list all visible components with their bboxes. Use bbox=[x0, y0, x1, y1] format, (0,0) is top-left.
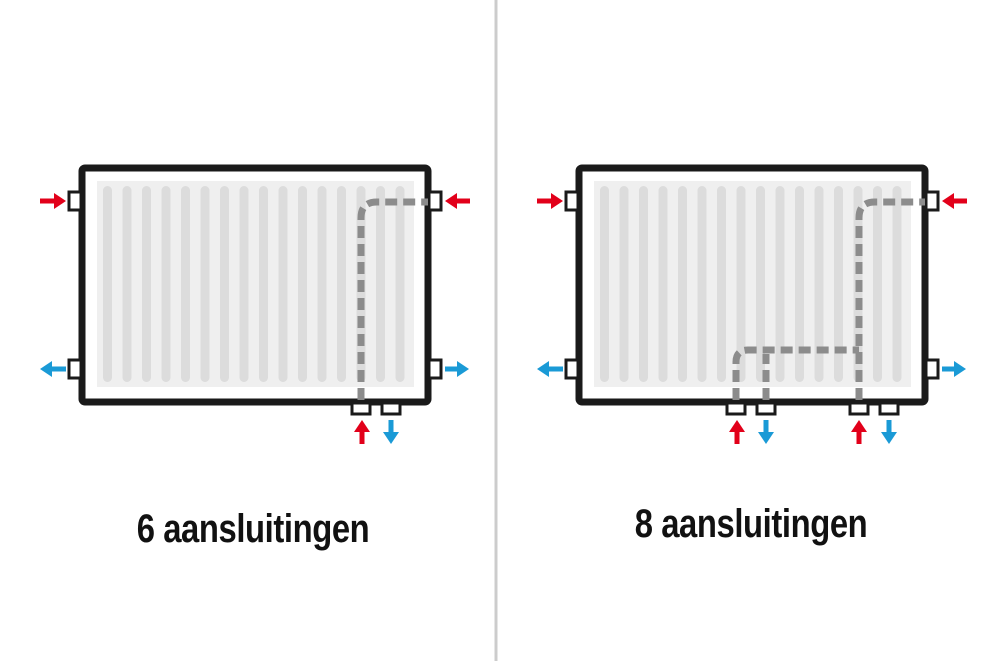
caption-8-connections: 8 aansluitingen bbox=[634, 502, 868, 546]
radiator-fin bbox=[756, 186, 765, 382]
radiator-fin bbox=[600, 186, 609, 382]
radiator-fin bbox=[873, 186, 882, 382]
radiator-fin bbox=[298, 186, 307, 382]
connector-icon bbox=[427, 190, 443, 212]
radiator-fin bbox=[142, 186, 151, 382]
radiator-fin bbox=[834, 186, 843, 382]
radiator-fin bbox=[717, 186, 726, 382]
connector-icon bbox=[380, 401, 402, 416]
radiator-fin bbox=[317, 186, 327, 382]
radiator-fin bbox=[395, 186, 405, 382]
radiator-fin bbox=[678, 186, 687, 382]
radiator-fin bbox=[814, 186, 824, 382]
radiator-fin bbox=[161, 186, 171, 382]
supply-arrow-icon bbox=[729, 420, 745, 444]
radiator-fin bbox=[181, 186, 190, 382]
radiator-fin bbox=[619, 186, 629, 382]
return-arrow-icon bbox=[383, 420, 399, 444]
return-arrow-icon bbox=[758, 420, 774, 444]
radiator-fin bbox=[639, 186, 648, 382]
connector-icon bbox=[350, 401, 372, 416]
supply-arrow-icon bbox=[354, 420, 370, 444]
radiator-fin bbox=[736, 186, 746, 382]
return-arrow-icon bbox=[942, 361, 966, 377]
supply-arrow-icon bbox=[851, 420, 867, 444]
radiator-fin bbox=[337, 186, 346, 382]
radiator-fin bbox=[376, 186, 385, 382]
caption-6-connections: 6 aansluitingen bbox=[136, 507, 370, 551]
radiator-left bbox=[40, 164, 470, 444]
supply-arrow-icon bbox=[942, 193, 967, 209]
connector-icon bbox=[848, 401, 870, 416]
radiator-fin bbox=[278, 186, 288, 382]
radiator-fin bbox=[103, 186, 112, 382]
return-arrow-icon bbox=[537, 361, 563, 377]
return-arrow-icon bbox=[445, 361, 469, 377]
radiator-fin bbox=[697, 186, 707, 382]
radiator-fin bbox=[200, 186, 210, 382]
connector-icon bbox=[924, 190, 940, 212]
connector-icon bbox=[725, 401, 747, 416]
radiator-fin bbox=[658, 186, 668, 382]
radiator-fin bbox=[775, 186, 785, 382]
radiator-fin bbox=[795, 186, 804, 382]
connector-icon bbox=[67, 358, 83, 380]
connector-icon bbox=[755, 401, 777, 416]
connector-icon bbox=[564, 190, 580, 212]
radiator-fin bbox=[220, 186, 229, 382]
internal-pipe bbox=[732, 346, 859, 400]
connector-icon bbox=[924, 358, 940, 380]
return-arrow-icon bbox=[40, 361, 66, 377]
supply-arrow-icon bbox=[40, 193, 66, 209]
radiator-fin bbox=[239, 186, 249, 382]
radiator-fin bbox=[122, 186, 132, 382]
connector-icon bbox=[427, 358, 443, 380]
radiator-right bbox=[537, 164, 967, 444]
internal-pipe bbox=[855, 198, 925, 400]
radiator-fin bbox=[892, 186, 902, 382]
connector-icon bbox=[67, 190, 83, 212]
radiator-fin bbox=[259, 186, 268, 382]
return-arrow-icon bbox=[881, 420, 897, 444]
connector-icon bbox=[878, 401, 900, 416]
supply-arrow-icon bbox=[445, 193, 470, 209]
internal-pipe bbox=[357, 198, 428, 400]
supply-arrow-icon bbox=[537, 193, 563, 209]
connector-icon bbox=[564, 358, 580, 380]
